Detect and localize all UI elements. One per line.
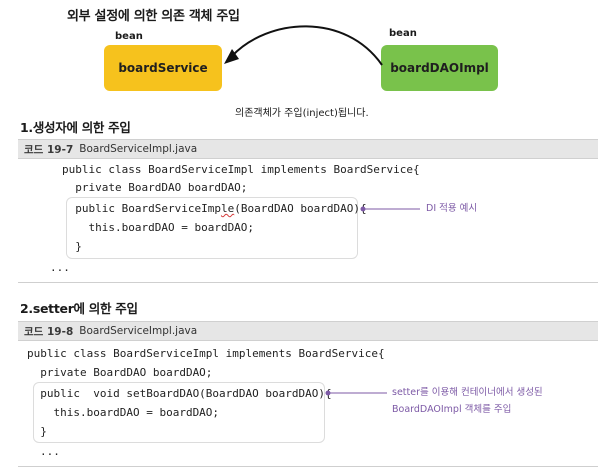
section2-callout-line1: setter를 이용해 컨테이너에서 생성된 [392, 387, 543, 398]
section2-code-header: 코드 19-8 BoardServiceImpl.java [18, 321, 598, 341]
callout-line [325, 390, 387, 396]
left-bean-label: bean [115, 31, 143, 42]
diagram-title: 외부 설정에 의한 의존 객체 주입 [67, 9, 240, 24]
code-filename: BoardServiceImpl.java [79, 143, 198, 155]
code-number: 코드 19-7 [24, 143, 74, 156]
code-line: public BoardServiceImple(BoardDAO boardD… [62, 201, 367, 216]
code-segment: (BoardDAO boardDAO){ [234, 202, 367, 215]
code-line: public class BoardServiceImpl implements… [27, 347, 385, 360]
code-line: private BoardDAO boardDAO; [27, 366, 213, 379]
code-line: public void setBoardDAO(BoardDAO boardDA… [27, 387, 332, 400]
code-line: this.boardDAO = boardDAO; [27, 406, 220, 419]
inject-note: 의존객체가 주입(inject)됩니다. [235, 108, 369, 119]
section1-callout: DI 적용 예시 [426, 203, 478, 214]
board-service-box: boardService [104, 45, 222, 91]
code-line: this.boardDAO = boardDAO; [62, 221, 255, 234]
highlight-box [66, 197, 358, 259]
code-line: } [27, 425, 47, 438]
highlight-box [33, 382, 325, 443]
section1-title: 1.생성자에 의한 주입 [20, 120, 131, 135]
code-line: } [62, 240, 82, 253]
inject-arrow [224, 25, 383, 66]
code-segment: public BoardServiceImp [62, 202, 221, 215]
right-bean-label: bean [389, 28, 417, 39]
typo-segment: le [220, 202, 235, 215]
callout-line [360, 206, 420, 212]
code-line: public class BoardServiceImpl implements… [62, 163, 420, 176]
code-ellipsis: ... [40, 445, 60, 458]
code-filename: BoardServiceImpl.java [79, 325, 198, 337]
code-number: 코드 19-8 [24, 325, 74, 338]
arrow-head-icon [224, 49, 239, 64]
divider [18, 466, 598, 467]
section2-callout-line2: BoardDAOImpl 객체를 주입 [392, 404, 512, 415]
code-ellipsis: ... [50, 261, 70, 274]
divider [18, 282, 598, 283]
board-dao-impl-box: boardDAOImpl [381, 45, 498, 91]
section1-code-header: 코드 19-7 BoardServiceImpl.java [18, 139, 598, 159]
section2-title: 2.setter에 의한 주입 [20, 301, 138, 316]
code-line: private BoardDAO boardDAO; [62, 181, 248, 194]
